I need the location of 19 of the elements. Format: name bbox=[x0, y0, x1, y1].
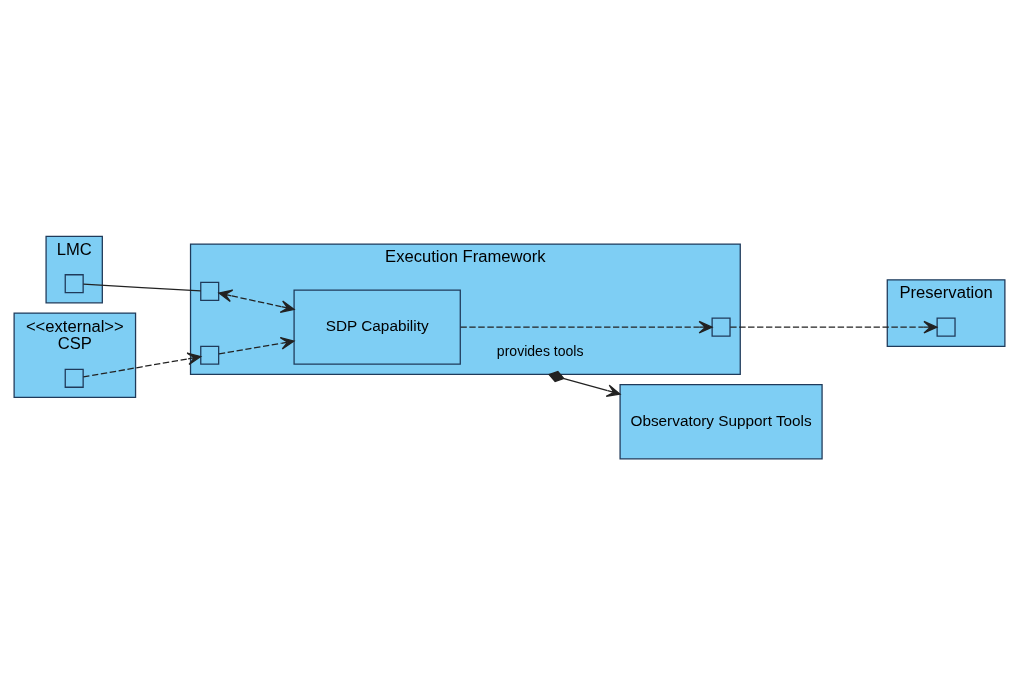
arrow bbox=[82, 352, 201, 378]
arrow bbox=[547, 370, 621, 397]
connector bbox=[82, 283, 201, 292]
node-box bbox=[711, 317, 731, 337]
node-box bbox=[64, 274, 84, 294]
arrow bbox=[459, 320, 713, 334]
node-box bbox=[199, 345, 219, 365]
node-box bbox=[936, 317, 956, 337]
node-box: SDP Capability bbox=[292, 289, 461, 365]
cluster: LMC bbox=[44, 235, 103, 304]
edge-label: provides tools bbox=[496, 343, 584, 360]
node-box bbox=[64, 368, 84, 388]
cluster: <<external>> CSP bbox=[12, 312, 136, 399]
arrow bbox=[217, 289, 295, 313]
arrow bbox=[217, 337, 295, 355]
node-box bbox=[199, 281, 219, 301]
arrow bbox=[729, 320, 937, 334]
cluster: Preservation bbox=[886, 279, 1006, 347]
node-box: Observatory Support Tools bbox=[618, 384, 823, 460]
